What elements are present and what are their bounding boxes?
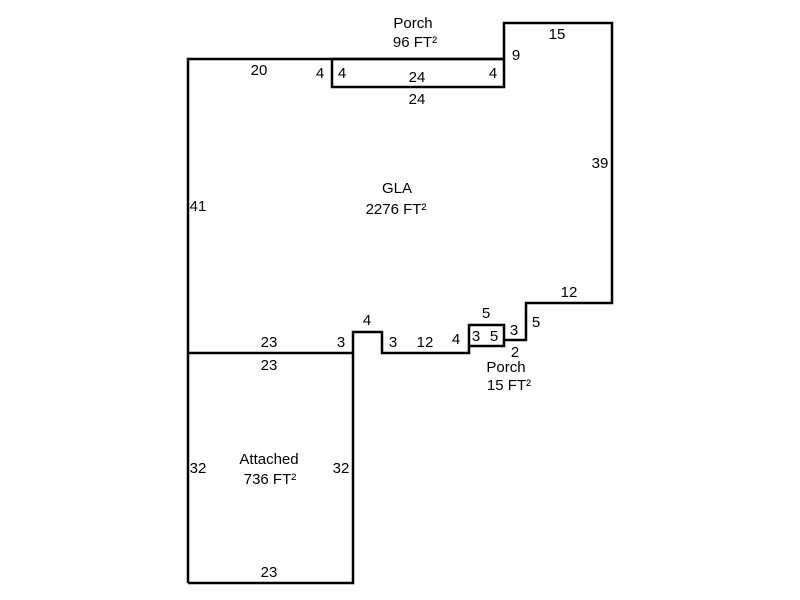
attached-garage-outline [188, 353, 355, 585]
dim-label: 23 [261, 357, 278, 374]
gla-outline [186, 21, 614, 583]
dim-label: 41 [190, 198, 207, 215]
porch-small-name: Porch [486, 359, 525, 376]
dim-label: 3 [510, 322, 518, 339]
dim-label: 24 [409, 91, 426, 108]
dim-label: 24 [409, 69, 426, 86]
dim-label: 23 [261, 564, 278, 581]
dim-label: 20 [251, 62, 268, 79]
dim-label: 32 [333, 460, 350, 477]
porch-small-area: 15 FT² [487, 377, 531, 394]
attached-name: Attached [239, 451, 298, 468]
attached-area: 736 FT² [244, 471, 297, 488]
dim-label: 9 [512, 47, 520, 64]
dim-label: 4 [316, 65, 324, 82]
porch-small-outline [467, 323, 506, 348]
porch-top-outline [330, 57, 506, 89]
dim-label: 12 [417, 334, 434, 351]
dim-label: 15 [549, 26, 566, 43]
porch-top-name: Porch [393, 15, 432, 32]
dim-label: 5 [532, 314, 540, 331]
dim-label: 3 [472, 328, 480, 345]
dim-label: 32 [190, 460, 207, 477]
porch-top-area: 96 FT² [393, 34, 437, 51]
dim-label: 4 [452, 331, 460, 348]
dim-label: 12 [561, 284, 578, 301]
gla-area: 2276 FT² [366, 201, 427, 218]
dim-label: 23 [261, 334, 278, 351]
dim-label: 39 [592, 155, 609, 172]
dim-label: 4 [489, 65, 497, 82]
dim-label: 5 [482, 305, 490, 322]
dim-label: 4 [363, 312, 371, 329]
dim-label: 3 [337, 334, 345, 351]
dim-label: 4 [338, 65, 346, 82]
dim-label: 2 [511, 344, 519, 361]
gla-name: GLA [382, 180, 412, 197]
dim-label: 5 [490, 328, 498, 345]
dim-label: 3 [389, 334, 397, 351]
